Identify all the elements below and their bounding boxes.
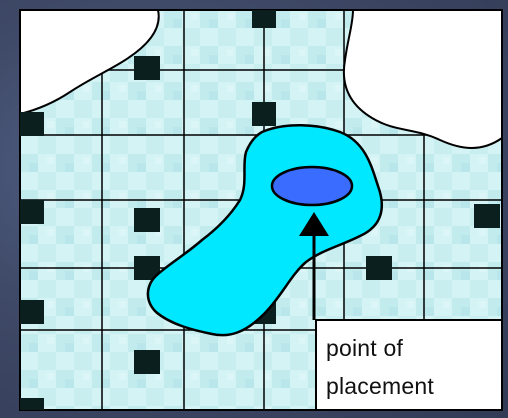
callout-label-line2: placement [326, 371, 496, 401]
grid-node [252, 10, 276, 28]
grid-node [252, 102, 276, 126]
grid-node [20, 112, 44, 136]
grid-node [20, 200, 44, 224]
grid-node [20, 300, 44, 324]
callout-label-line1: point of [326, 333, 496, 363]
grid-node [366, 256, 392, 280]
placement-point-marker [272, 167, 352, 205]
grid-node [134, 208, 160, 232]
grid-node [20, 398, 44, 410]
grid-node [134, 56, 160, 80]
grid-node [474, 204, 500, 228]
grid-node [134, 350, 160, 374]
